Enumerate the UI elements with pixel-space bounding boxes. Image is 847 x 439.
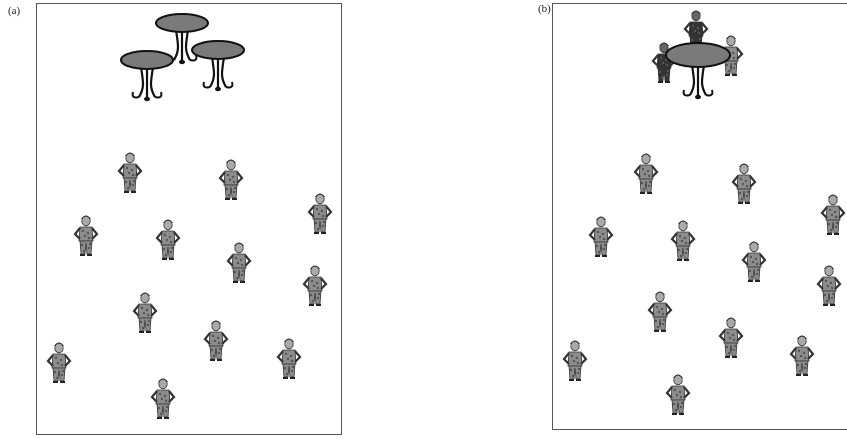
person-6	[743, 242, 765, 283]
person-1	[635, 154, 657, 195]
person-3	[822, 195, 844, 236]
person-12	[152, 379, 174, 420]
person-5	[672, 221, 694, 262]
person-2	[733, 164, 755, 205]
person-2	[220, 160, 242, 201]
person-4	[590, 217, 612, 258]
person-12	[667, 375, 689, 416]
person-11	[564, 341, 586, 382]
table-2	[192, 41, 244, 91]
person-3	[309, 194, 331, 235]
table-3	[121, 51, 173, 101]
person-9	[205, 321, 227, 362]
panel-a-scene	[48, 14, 331, 419]
person-4	[75, 216, 97, 257]
person-9	[720, 318, 742, 359]
person-10	[791, 336, 813, 377]
panel-b-scene	[564, 11, 844, 416]
person-7	[304, 266, 326, 307]
person-6	[228, 243, 250, 284]
table-1	[666, 43, 730, 99]
person-10	[278, 339, 300, 380]
person-7	[818, 266, 840, 307]
person-1	[119, 153, 141, 194]
person-11	[48, 343, 70, 384]
person-5	[157, 220, 179, 261]
